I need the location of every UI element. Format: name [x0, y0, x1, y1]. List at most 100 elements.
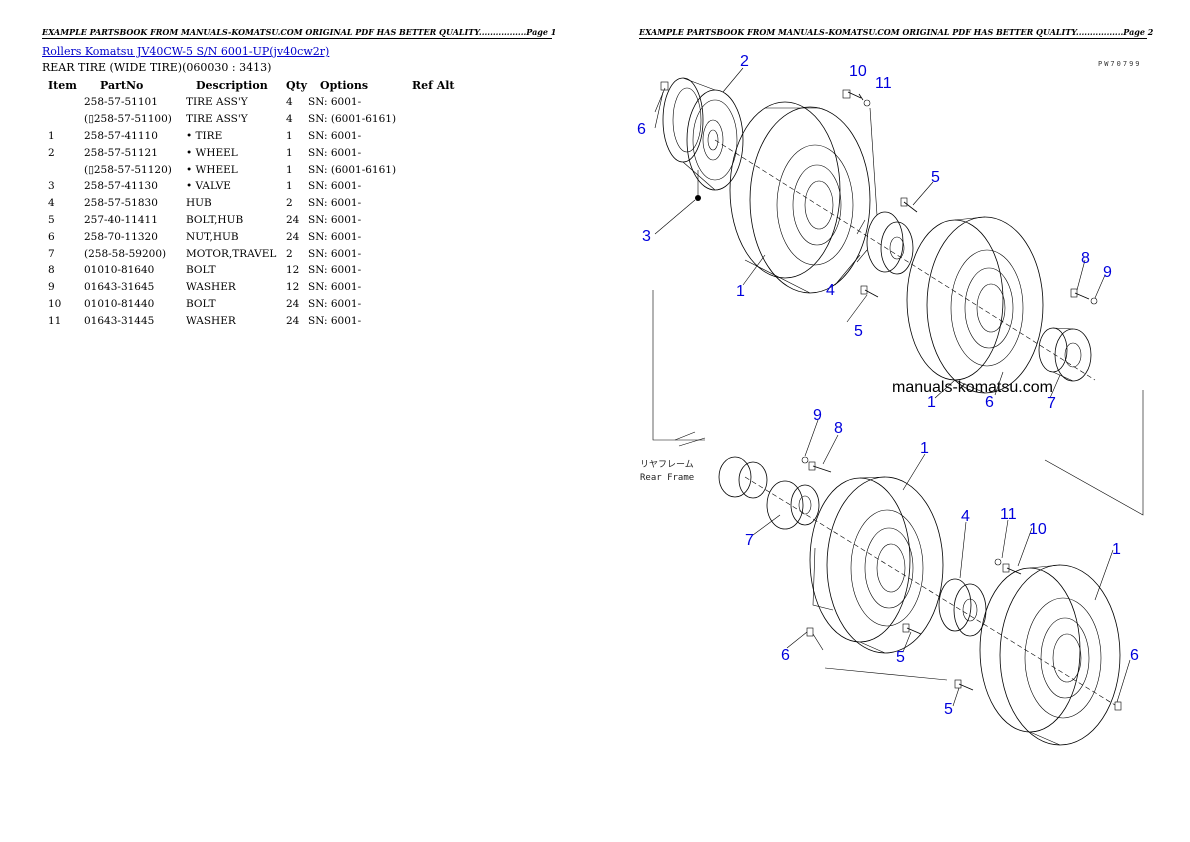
- cell-options: SN: (6001-6161): [308, 113, 397, 126]
- axis-line-lower: [744, 476, 1116, 706]
- callout-label: 10: [849, 63, 867, 80]
- cell-ref-alt: [412, 144, 472, 161]
- callout-label: 4: [826, 282, 835, 299]
- parts-table: Item PartNo Description Qty Options Ref …: [42, 76, 472, 329]
- cell-description: TIRE ASS'Y: [186, 113, 248, 126]
- cell-ref-alt: [412, 94, 472, 111]
- cell-partno: 01010-81640: [84, 264, 155, 277]
- callout-label: 4: [961, 508, 970, 525]
- cell-options: SN: 6001-: [308, 230, 362, 243]
- frame-label-jp: リヤフレーム: [640, 459, 694, 470]
- cell-description: HUB: [186, 197, 212, 210]
- page-header: EXAMPLE PARTSBOOK FROM MANUALS-KOMATSU.C…: [42, 27, 557, 39]
- cell-options: SN: 6001-: [308, 197, 362, 210]
- cell-item: 5: [48, 213, 55, 226]
- cell-partno: (▯258-57-51120): [84, 163, 172, 176]
- cell-item: [42, 161, 84, 178]
- page-header: EXAMPLE PARTSBOOK FROM MANUALS-KOMATSU.C…: [639, 27, 1154, 39]
- column-header-description: Description: [196, 78, 268, 92]
- cell-ref-alt: [412, 111, 472, 128]
- cell-item: 11: [48, 314, 62, 327]
- cell-item: 2: [48, 146, 55, 159]
- cell-partno: (258-58-59200): [84, 247, 167, 260]
- cell-ref-alt: [412, 279, 472, 296]
- cell-ref-alt: [412, 195, 472, 212]
- cell-partno: (▯258-57-51100): [84, 113, 172, 126]
- cell-description: BOLT,HUB: [186, 213, 244, 226]
- cell-partno: 258-57-51121: [84, 146, 158, 159]
- cell-qty: 4: [286, 113, 293, 126]
- cell-description: WASHER: [186, 314, 236, 327]
- wheel-rim-upper-left: [662, 77, 744, 191]
- section-subtitle: REAR TIRE (WIDE TIRE)(060030 : 3413): [42, 61, 272, 74]
- bolts-lower-left: [801, 456, 832, 473]
- cell-ref-alt: [412, 161, 472, 178]
- callout-label: 1: [927, 394, 936, 411]
- frame-outline: [652, 290, 1144, 516]
- travel-motor-lower: [718, 456, 820, 530]
- cell-qty: 24: [286, 213, 300, 226]
- cell-qty: 12: [286, 281, 300, 294]
- cell-description: • WHEEL: [186, 163, 238, 176]
- tire-lower-right: [979, 564, 1122, 746]
- cell-options: SN: 6001-: [308, 264, 362, 277]
- cell-ref-alt: [412, 262, 472, 279]
- bolts-right-upper: [1070, 288, 1098, 305]
- cell-partno: 01643-31445: [84, 314, 155, 327]
- cell-item: 9: [48, 281, 55, 294]
- tire-upper-right: [906, 216, 1044, 394]
- callout-label: 10: [1029, 521, 1047, 538]
- callout-label: 6: [985, 394, 994, 411]
- cell-item: 3: [48, 180, 55, 193]
- cell-options: SN: 6001-: [308, 314, 362, 327]
- cell-item: [42, 94, 84, 111]
- hub-upper: [856, 211, 914, 275]
- column-header-options: Options: [320, 78, 369, 92]
- cell-ref-alt: [412, 312, 472, 329]
- callout-label: 6: [781, 647, 790, 664]
- cell-qty: 1: [286, 163, 293, 176]
- callout-label: 8: [834, 420, 843, 437]
- callout-label: 9: [1103, 264, 1112, 281]
- tire-lower-left: [809, 476, 944, 654]
- cell-qty: 1: [286, 180, 293, 193]
- bolts-lower-middle: [806, 558, 1022, 691]
- parts-list-page: EXAMPLE PARTSBOOK FROM MANUALS-KOMATSU.C…: [42, 27, 557, 329]
- cell-options: SN: 6001-: [308, 281, 362, 294]
- cell-description: NUT,HUB: [186, 230, 239, 243]
- cell-description: • TIRE: [186, 129, 223, 142]
- cell-partno: 258-57-51101: [84, 96, 158, 109]
- drawing-code: PW70799: [1098, 60, 1142, 68]
- callout-label: 3: [642, 228, 651, 245]
- cell-options: SN: 6001-: [308, 247, 362, 260]
- column-header-qty: Qty: [286, 78, 308, 92]
- frame-label: Rear Frame: [640, 473, 694, 483]
- column-header-partno: PartNo: [100, 78, 144, 92]
- model-title-link[interactable]: Rollers Komatsu JV40CW-5 S/N 6001-UP(jv4…: [42, 45, 330, 58]
- cell-qty: 24: [286, 230, 300, 243]
- cell-item: 6: [48, 230, 55, 243]
- callout-label: 6: [637, 121, 646, 138]
- cell-partno: 257-40-11411: [84, 213, 158, 226]
- cell-qty: 4: [286, 96, 293, 109]
- cell-item: 8: [48, 264, 55, 277]
- hub-lower: [938, 578, 987, 637]
- cell-options: SN: (6001-6161): [308, 163, 397, 176]
- bolts-upper: [842, 89, 918, 298]
- cell-ref-alt: [412, 296, 472, 313]
- callout-label: 5: [944, 701, 953, 718]
- cell-description: BOLT: [186, 297, 216, 310]
- cell-partno: 01643-31645: [84, 281, 155, 294]
- column-header-item: Item: [48, 78, 77, 92]
- cell-description: TIRE ASS'Y: [186, 96, 248, 109]
- cell-qty: 12: [286, 264, 300, 277]
- cell-description: • VALVE: [186, 180, 231, 193]
